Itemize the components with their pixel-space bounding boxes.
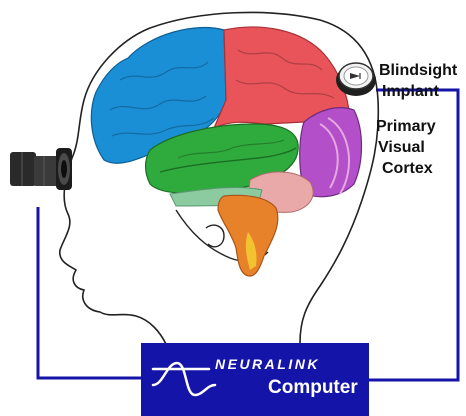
cortex-label-line2: Visual (376, 137, 436, 158)
cortex-label-line1: Primary (376, 116, 436, 137)
implant-label: Blindsight Implant (379, 60, 457, 102)
ear-line (206, 225, 224, 247)
implant-device-icon (336, 63, 376, 96)
video-camera-icon (10, 148, 72, 190)
neuralink-wave-logo (149, 349, 219, 407)
visual-cortex-label: Primary Visual Cortex (376, 116, 436, 179)
brain (91, 27, 361, 276)
computer-box: NEURALINK Computer (141, 343, 369, 416)
computer-label: Computer (268, 377, 358, 399)
implant-label-line2: Implant (379, 81, 457, 102)
cortex-label-line3: Cortex (376, 158, 436, 179)
implant-label-line1: Blindsight (379, 60, 457, 81)
camera-wire (38, 207, 141, 378)
brand-name: NEURALINK (215, 356, 320, 372)
